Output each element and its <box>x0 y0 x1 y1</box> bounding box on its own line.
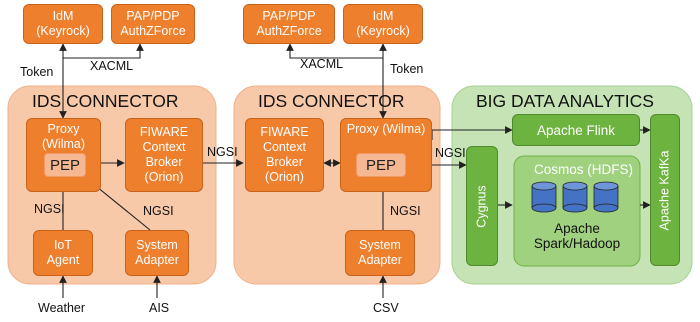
link-xacml-left <box>63 43 144 59</box>
right-idm-node: IdM (Keyrock) <box>343 4 423 44</box>
flink-node: Apache Flink <box>512 114 640 146</box>
right-pep-node: PEP <box>356 153 406 177</box>
kafka-label: Apache KafKa <box>657 150 672 230</box>
link-proxy-flink <box>431 126 513 140</box>
left-xacml-label: XACML <box>90 59 134 73</box>
cosmos-label: Cosmos (HDFS) <box>534 162 634 177</box>
cygnus-node: Cygnus <box>466 146 498 266</box>
hdfs-cylinder-1 <box>531 181 557 213</box>
hdfs-cylinder-2 <box>562 181 588 213</box>
hdfs-cylinders <box>531 181 619 213</box>
left-idm-node: IdM (Keyrock) <box>23 4 103 44</box>
right-token-label: Token <box>390 62 424 76</box>
kafka-node: Apache KafKa <box>650 114 680 266</box>
left-iot-agent-node: IoT Agent <box>33 230 93 276</box>
right-broker-node: FIWARE Context Broker (Orion) <box>245 118 324 192</box>
right-connector-title: IDS CONNECTOR <box>258 91 405 111</box>
left-connector-title: IDS CONNECTOR <box>32 91 179 111</box>
link-ngsi-label: NGSI <box>207 145 238 159</box>
right-pap-node: PAP/PDP AuthZForce <box>243 4 335 44</box>
right-ngsi-adapter-label: NGSI <box>390 204 421 218</box>
link-xacml-right <box>286 43 383 59</box>
hdfs-cylinder-3 <box>593 181 619 213</box>
ais-label: AIS <box>149 301 170 315</box>
csv-label: CSV <box>373 301 399 315</box>
right-system-adapter-node: System Adapter <box>345 230 415 276</box>
weather-label: Weather <box>38 301 86 315</box>
left-broker-node: FIWARE Context Broker (Orion) <box>125 118 203 192</box>
analytics-title: BIG DATA ANALYTICS <box>476 91 654 111</box>
left-system-adapter-node: System Adapter <box>125 230 189 276</box>
cygnus-label: Cygnus <box>474 184 489 228</box>
left-ngsi-adapter-label: NGSI <box>143 204 174 218</box>
left-ngsi-iot-label: NGSI <box>34 202 65 216</box>
left-pep-node: PEP <box>44 153 86 177</box>
spark-node: Apache Spark/Hadoop <box>522 213 632 259</box>
right-ngsi-out-label: NGSI <box>435 146 466 160</box>
right-xacml-label: XACML <box>300 57 344 71</box>
left-token-label: Token <box>20 65 54 79</box>
left-pap-node: PAP/PDP AuthZForce <box>111 4 195 44</box>
